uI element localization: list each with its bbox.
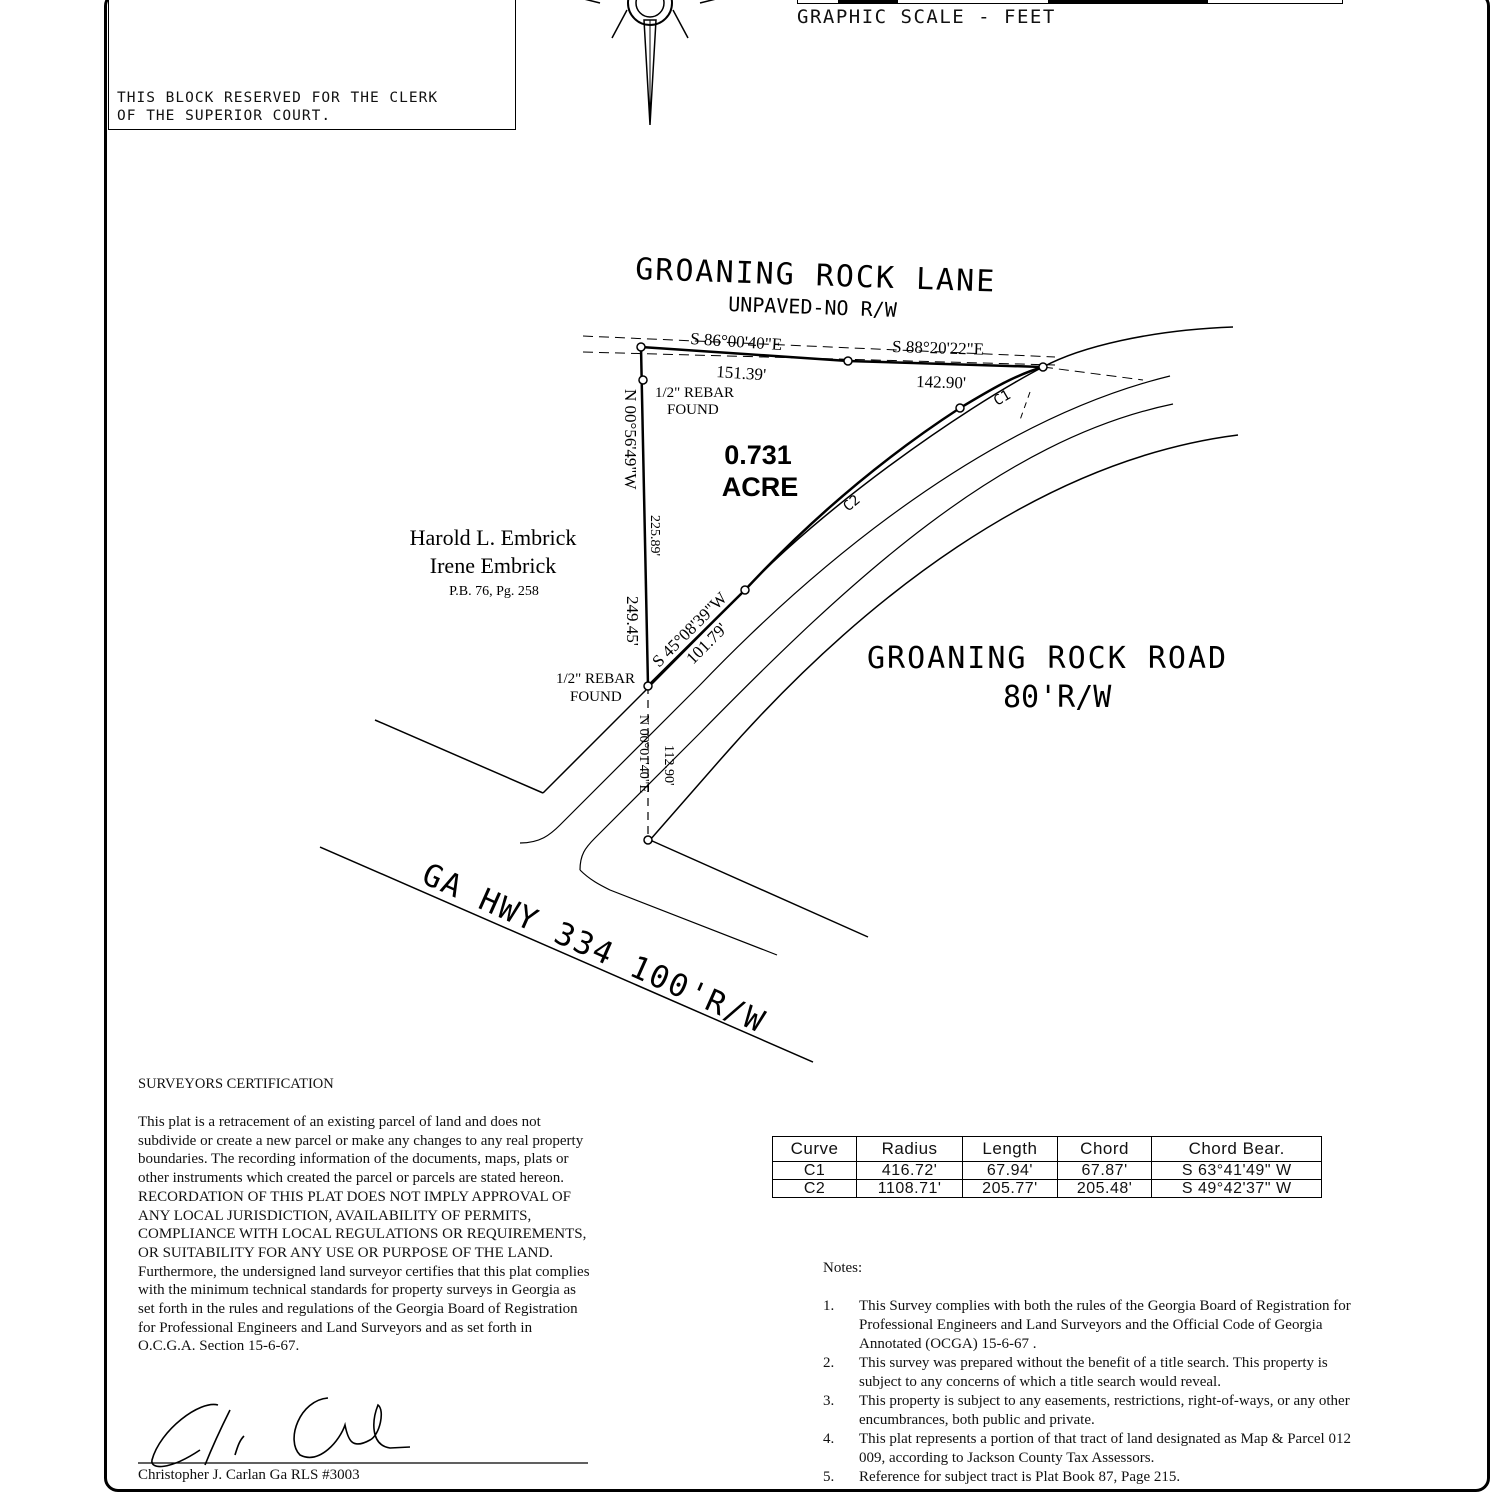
adjoiner-owner-2: Irene Embrick — [430, 553, 556, 578]
notes-list: 1. This Survey complies with both the ru… — [823, 1297, 1363, 1487]
table-cell: C1 — [771, 1161, 858, 1180]
curve-c1-label: C1 — [991, 387, 1014, 409]
scale-bar-segment — [838, 0, 898, 3]
surveyor-signature — [138, 1397, 588, 1468]
note-number: 1. — [823, 1298, 835, 1314]
note-number: 4. — [823, 1431, 835, 1447]
note-text: This plat represents a portion of that t… — [859, 1431, 1351, 1466]
graphic-scale-bar — [797, 0, 1343, 4]
table-row: C2 1108.71' 205.77' 205.48' S 49°42'37" … — [771, 1179, 1322, 1198]
curve-table-header-cell: Chord Bear. — [1151, 1136, 1322, 1162]
table-cell: 1108.71' — [856, 1179, 964, 1198]
lane-name: GROANING ROCK LANE — [635, 252, 997, 300]
clerk-line-2: OF THE SUPERIOR COURT. — [117, 108, 332, 124]
scale-bar-segment — [1048, 0, 1208, 3]
north-arrow-icon — [584, 0, 716, 126]
graphic-scale-label: GRAPHIC SCALE - FEET — [797, 6, 1056, 28]
note-item: 4. This plat represents a portion of tha… — [823, 1430, 1363, 1468]
curve-table-header-cell: Length — [962, 1136, 1058, 1162]
distance-west-total: 249.45' — [623, 596, 642, 646]
note-text: This Survey complies with both the rules… — [859, 1298, 1351, 1352]
lane-note: UNPAVED-NO R/W — [728, 292, 898, 322]
road-rw: 80'R/W — [1003, 680, 1112, 715]
highway-name: GA HWY 334 100'R/W — [417, 856, 771, 1040]
curve-table-header-cell: Curve — [771, 1136, 858, 1162]
clerk-reserved-block — [108, 0, 516, 130]
bearing-north-2: S 88°20'22"E — [892, 337, 984, 359]
curve-table-header: Curve Radius Length Chord Chord Bear. — [771, 1136, 1322, 1162]
lane-dashed-edges — [582, 335, 1144, 381]
note-text: This survey was prepared without the ben… — [859, 1355, 1328, 1390]
notes-heading: Notes: — [823, 1260, 863, 1276]
bearing-west-line: N 00°56'49"W — [621, 389, 640, 490]
distance-north-2: 142.90' — [916, 372, 966, 392]
rebar-bottom-label-1: 1/2" REBAR — [556, 671, 635, 687]
curve-c1-tick — [1019, 391, 1031, 421]
table-row: C1 416.72' 67.94' 67.87' S 63°41'49" W — [771, 1161, 1322, 1180]
note-item: 3. This property is subject to any easem… — [823, 1392, 1363, 1430]
note-item: 5. Reference for subject tract is Plat B… — [823, 1468, 1363, 1487]
clerk-line-1: THIS BLOCK RESERVED FOR THE CLERK — [117, 90, 439, 106]
table-cell: C2 — [771, 1179, 858, 1198]
table-cell: 205.77' — [962, 1179, 1058, 1198]
table-cell: S 63°41'49" W — [1151, 1161, 1322, 1180]
certification-body: This plat is a retracement of an existin… — [138, 1114, 590, 1355]
table-cell: S 49°42'37" W — [1151, 1179, 1322, 1198]
curve-table: Curve Radius Length Chord Chord Bear. C1… — [771, 1136, 1322, 1198]
note-number: 5. — [823, 1469, 835, 1485]
note-text: Reference for subject tract is Plat Book… — [859, 1469, 1181, 1485]
surveyor-name: Christopher J. Carlan Ga RLS #3003 — [138, 1467, 360, 1483]
note-text: This property is subject to any easement… — [859, 1393, 1350, 1428]
note-item: 1. This Survey complies with both the ru… — [823, 1297, 1363, 1354]
certification-heading: SURVEYORS CERTIFICATION — [138, 1076, 334, 1092]
distance-tie-line: 112.90' — [661, 745, 676, 786]
parcel-boundary — [639, 345, 1044, 687]
table-cell: 67.94' — [962, 1161, 1058, 1180]
note-number: 2. — [823, 1355, 835, 1371]
adjoiner-owner-1: Harold L. Embrick — [410, 525, 577, 550]
note-item: 2. This survey was prepared without the … — [823, 1354, 1363, 1392]
plat-sheet-border — [104, 0, 1490, 1492]
note-number: 3. — [823, 1393, 835, 1409]
rebar-top-label-2: FOUND — [667, 402, 719, 418]
rebar-bottom-label-2: FOUND — [570, 689, 622, 705]
area-unit: ACRE — [722, 472, 799, 502]
area-value: 0.731 — [724, 440, 792, 470]
distance-north-1: 151.39' — [716, 362, 767, 384]
curve-table-header-cell: Chord — [1056, 1136, 1153, 1162]
bearing-tie-line: N 00°01'40"E — [636, 715, 651, 793]
survey-monuments — [636, 342, 1048, 845]
table-cell: 205.48' — [1056, 1179, 1153, 1198]
table-cell: 416.72' — [856, 1161, 964, 1180]
table-cell: 67.87' — [1056, 1161, 1153, 1180]
adjoiner-plat-ref: P.B. 76, Pg. 258 — [449, 584, 539, 599]
rebar-top-label-1: 1/2" REBAR — [655, 385, 734, 401]
road-name: GROANING ROCK ROAD — [867, 641, 1228, 676]
clerk-reserved-text: THIS BLOCK RESERVED FOR THE CLERK OF THE… — [117, 89, 438, 125]
road-edges — [319, 326, 1239, 1063]
curve-table-header-cell: Radius — [856, 1136, 964, 1162]
distance-west-segment: 225.89' — [647, 515, 662, 556]
